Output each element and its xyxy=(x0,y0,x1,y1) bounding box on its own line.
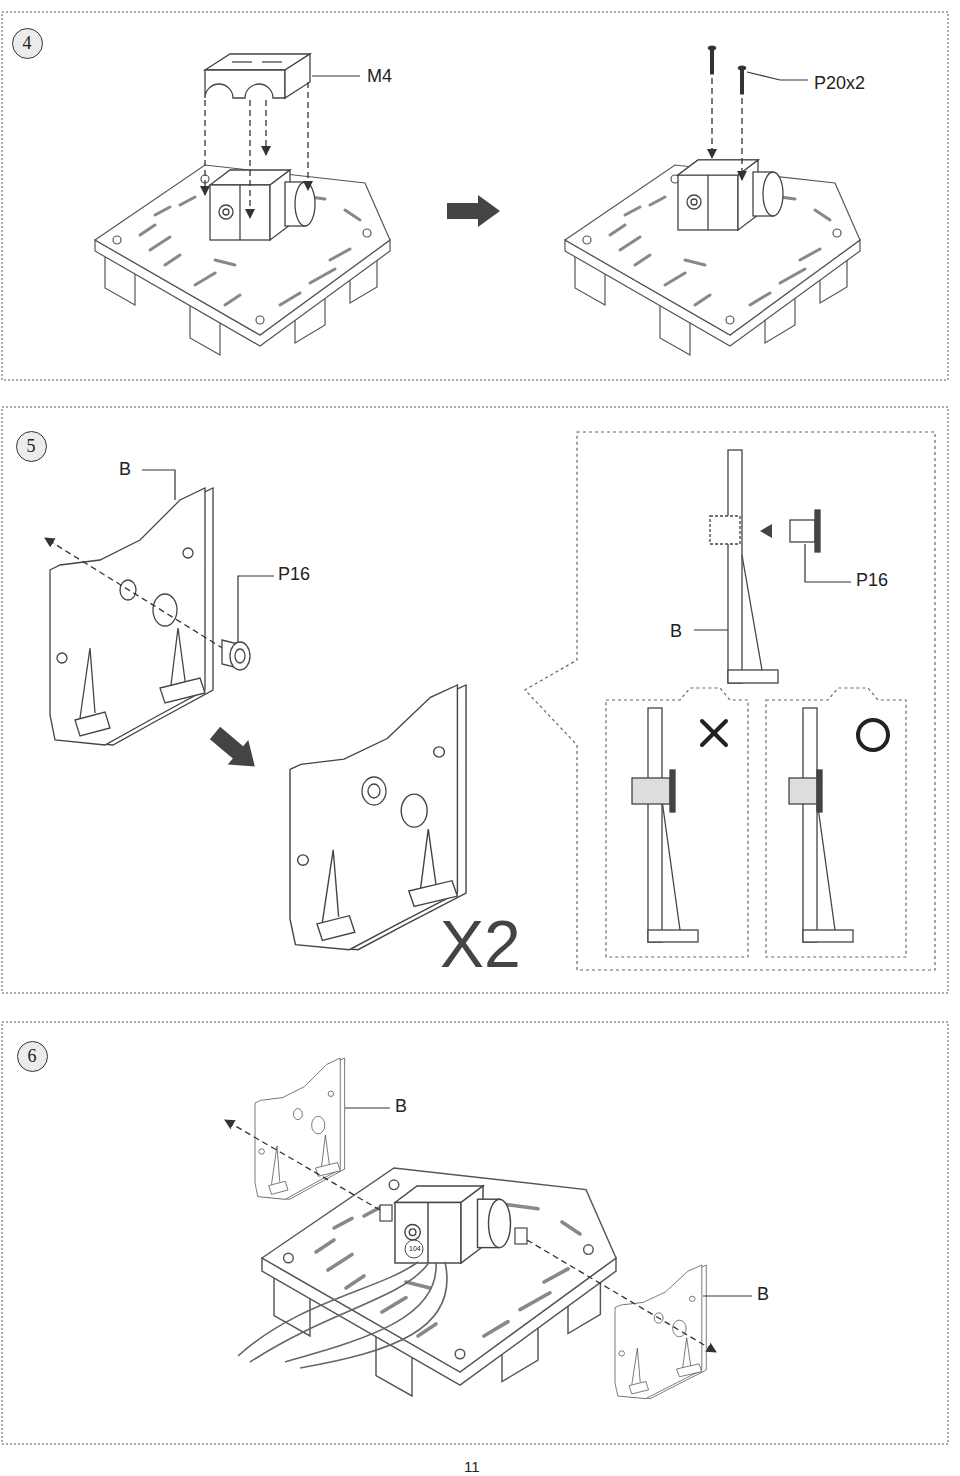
step-number-text: 4 xyxy=(23,33,32,54)
step-number: 6 xyxy=(17,1041,48,1072)
part-label: P16 xyxy=(856,571,888,591)
step-number: 4 xyxy=(12,28,43,59)
part-label: M4 xyxy=(367,67,392,87)
step-number-text: 5 xyxy=(27,436,36,457)
part-label: B xyxy=(395,1097,407,1117)
part-label: P16 xyxy=(278,565,310,585)
motor-marking: 104 xyxy=(408,1245,422,1253)
part-label: B xyxy=(119,460,131,480)
step-number-text: 6 xyxy=(28,1046,37,1067)
part-label: B xyxy=(670,622,682,642)
step-number: 5 xyxy=(16,431,47,462)
page-number: 11 xyxy=(464,1459,480,1476)
part-label: B xyxy=(757,1285,769,1305)
quantity-label: X2 xyxy=(440,908,521,981)
part-label: P20x2 xyxy=(814,74,865,94)
